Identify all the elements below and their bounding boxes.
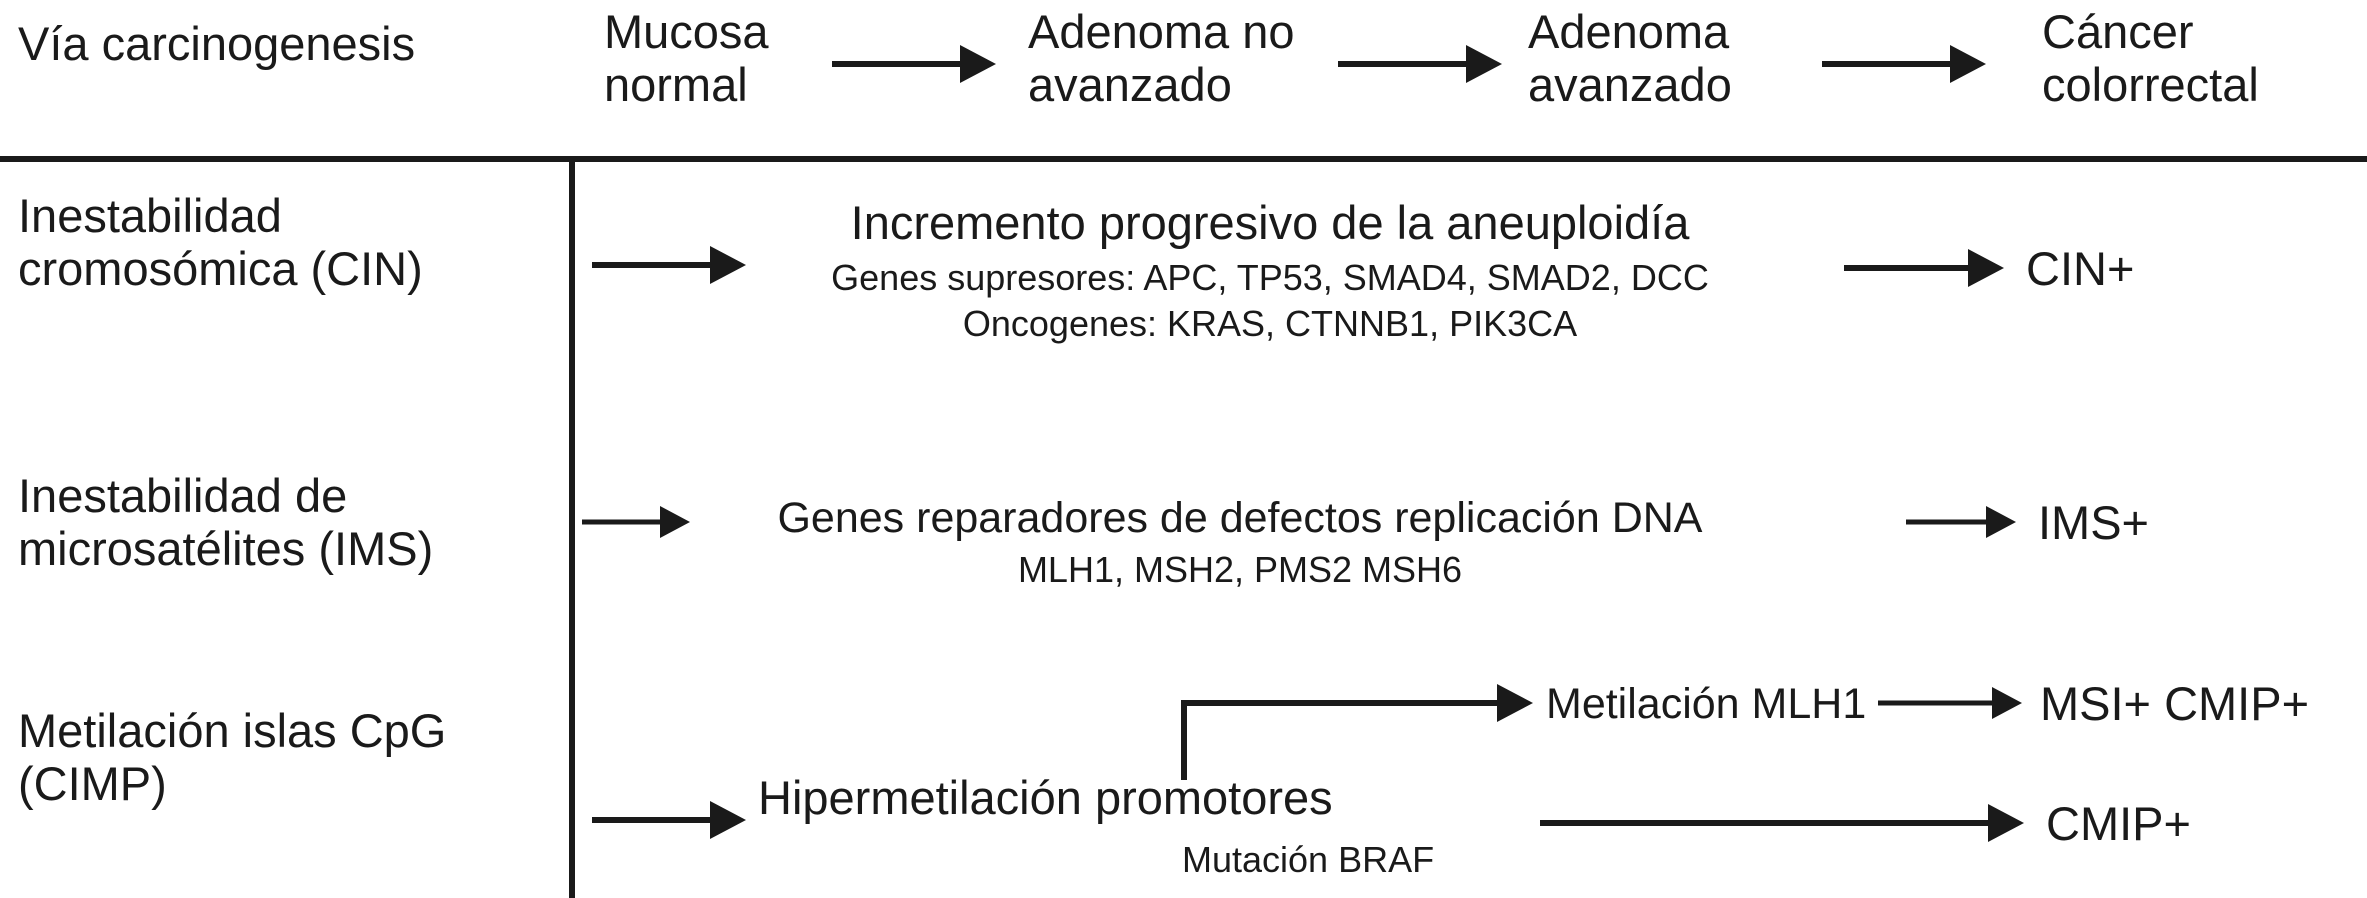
cimp-detail-braf: Mutación BRAF (1182, 839, 1435, 880)
stage-label-adenoma-no-avanzado: Adenoma no avanzado (1028, 5, 1295, 111)
arrow-head-icon (1988, 804, 2024, 842)
arrow-shaft (1338, 61, 1470, 67)
ims-outcome-label: IMS+ (2038, 496, 2150, 549)
arrow-shaft (1822, 61, 1954, 67)
arrow-shaft (1181, 700, 1501, 706)
row-label-ims: Inestabilidad de microsatélites (IMS) (18, 469, 434, 575)
arrow-head-icon (960, 45, 996, 83)
row-label-cimp: Metilación islas CpG (CIMP) (18, 704, 447, 810)
arrow-shaft (1844, 265, 1972, 271)
cimp-msi-outcome-label: MSI+ CMIP+ (2040, 677, 2310, 730)
arrow-head-icon (1986, 506, 2016, 538)
ims-headline: Genes reparadores de defectos replicació… (777, 494, 1703, 542)
arrow-shaft (592, 262, 714, 268)
arrow-shaft (832, 61, 964, 67)
column-divider (569, 160, 575, 898)
cimp-branch-riser (1181, 700, 1187, 780)
arrow-head-icon (1950, 45, 1986, 83)
stage-label-cancer-colorrectal: Cáncer colorrectal (2042, 5, 2259, 111)
arrow-shaft (1906, 519, 1990, 525)
arrow-head-icon (1968, 249, 2004, 287)
arrow-head-icon (1466, 45, 1502, 83)
cin-detail-oncogenes: Oncogenes: KRAS, CTNNB1, PIK3CA (962, 303, 1578, 344)
stage-label-adenoma-avanzado: Adenoma avanzado (1528, 5, 1732, 111)
cimp-plain-outcome-label: CMIP+ (2046, 797, 2191, 850)
arrow-head-icon (660, 506, 690, 538)
arrow-head-icon (710, 801, 746, 839)
arrow-shaft (592, 817, 714, 823)
header-divider (0, 156, 2367, 162)
row-label-cin: Inestabilidad cromosómica (CIN) (18, 189, 423, 295)
cimp-headline: Hipermetilación promotores (758, 771, 1333, 824)
arrow-shaft (582, 519, 664, 525)
cimp-intermediate-metilacion-mlh1: Metilación MLH1 (1546, 680, 1867, 728)
arrow-head-icon (1497, 684, 1533, 722)
row-label-via-carcinogenesis: Vía carcinogenesis (18, 17, 416, 70)
arrow-head-icon (1992, 687, 2022, 719)
arrow-shaft (1540, 820, 1992, 826)
stage-label-mucosa-normal: Mucosa normal (604, 5, 769, 111)
cin-detail-supresores: Genes supresores: APC, TP53, SMAD4, SMAD… (831, 257, 1709, 298)
cin-headline: Incremento progresivo de la aneuploidía (850, 196, 1690, 249)
arrow-shaft (1878, 700, 1996, 706)
arrow-head-icon (710, 246, 746, 284)
ims-detail-genes: MLH1, MSH2, PMS2 MSH6 (1017, 549, 1463, 590)
cin-outcome-label: CIN+ (2026, 242, 2135, 295)
